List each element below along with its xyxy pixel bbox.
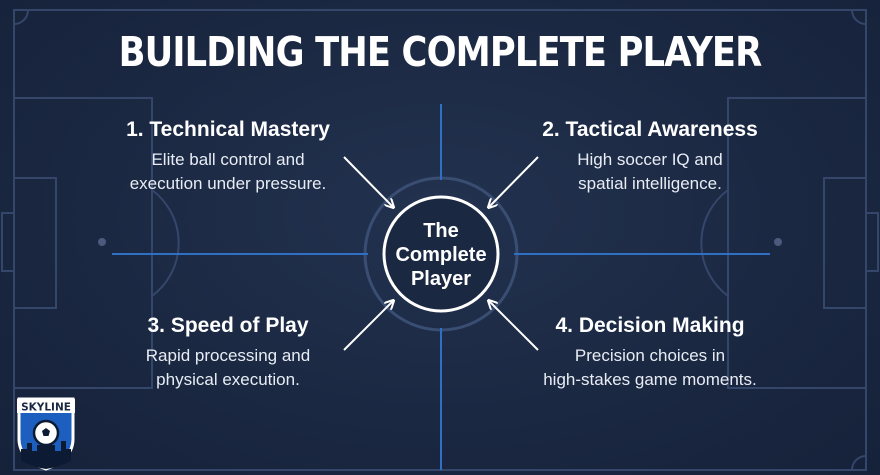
penalty-arc-right (700, 189, 729, 297)
pillar-technical-mastery: 1. Technical Mastery Elite ball control … (78, 118, 378, 196)
logo-text: SKYLINE (21, 402, 71, 414)
pillar-heading: 2. Tactical Awareness (542, 118, 758, 141)
goal-box-left (13, 177, 57, 309)
goal-box-right (823, 177, 867, 309)
pillar-heading: 4. Decision Making (555, 314, 745, 337)
center-label: The Complete Player (381, 200, 501, 310)
pillar-description-line: High soccer IQ and (577, 150, 723, 169)
center-label-line: The (423, 220, 459, 242)
pillar-heading: 3. Speed of Play (147, 314, 309, 337)
ball-patch (42, 428, 50, 436)
logo-banner (17, 399, 75, 413)
arrow-bottom-left (343, 301, 393, 351)
pillar-decision-making: 4. Decision Making Precision choices in … (500, 314, 800, 392)
pillar-description-line: Elite ball control and (151, 150, 305, 169)
center-circle (382, 195, 500, 313)
arrow-top-right (489, 156, 539, 207)
penalty-arc-left (151, 189, 180, 297)
corner-arc-top-left (13, 9, 29, 25)
skyline-logo: SKYLINE (17, 397, 75, 471)
pillar-description-line: spatial intelligence. (578, 174, 722, 193)
arrow-bottom-right (489, 301, 539, 351)
goal-right (865, 212, 879, 272)
penalty-spot-right (774, 238, 782, 246)
pillar-description-line: physical execution. (156, 370, 300, 389)
goal-left (1, 212, 15, 272)
pillar-description-line: high-stakes game moments. (543, 370, 757, 389)
pillar-heading: 1. Technical Mastery (126, 118, 330, 141)
corner-arc-top-right (851, 9, 867, 25)
penalty-spot-left (98, 238, 106, 246)
pillar-description-line: execution under pressure. (129, 174, 327, 193)
city-skyline-icon (21, 441, 71, 469)
pillar-speed-of-play: 3. Speed of Play Rapid processing and ph… (78, 314, 378, 392)
pillar-description-line: Rapid processing and (145, 346, 311, 365)
center-label-line: Complete (395, 244, 487, 266)
pillar-tactical-awareness: 2. Tactical Awareness High soccer IQ and… (500, 118, 800, 196)
page-title: BUILDING THE COMPLETE PLAYER (118, 28, 763, 76)
arrow-top-left (343, 156, 393, 207)
pillar-description-line: Precision choices in (574, 346, 726, 365)
corner-arc-bottom-right (851, 455, 867, 471)
center-label-line: Player (410, 268, 472, 290)
